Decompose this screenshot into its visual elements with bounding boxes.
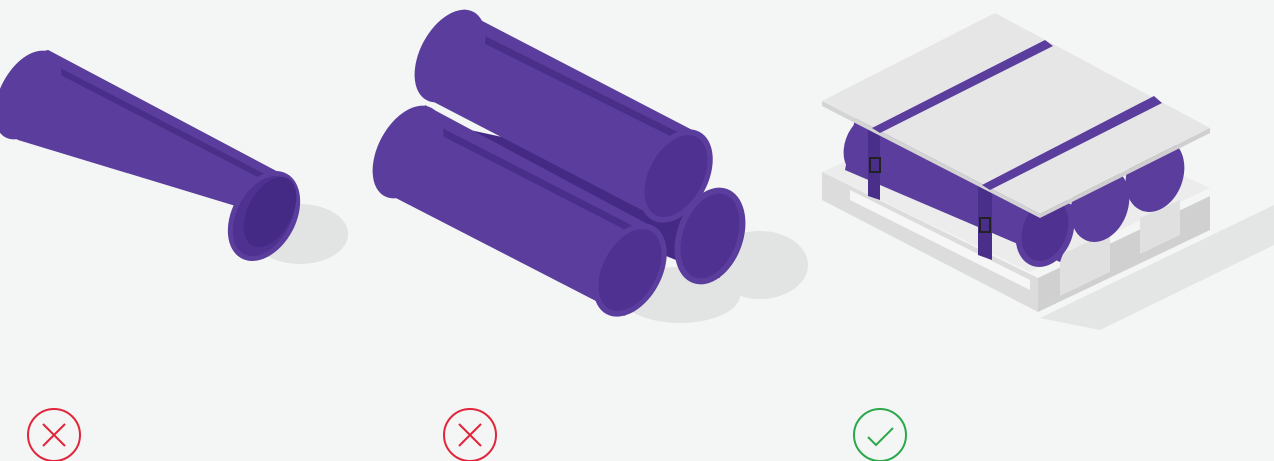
strapped-pallet-rolls-icon <box>822 13 1274 330</box>
stacked-rolls-icon <box>358 0 808 329</box>
check-circle-icon <box>854 409 906 461</box>
cross-circle-icon <box>444 409 496 461</box>
cross-circle-icon <box>28 409 80 461</box>
single-roll-icon <box>0 39 348 273</box>
